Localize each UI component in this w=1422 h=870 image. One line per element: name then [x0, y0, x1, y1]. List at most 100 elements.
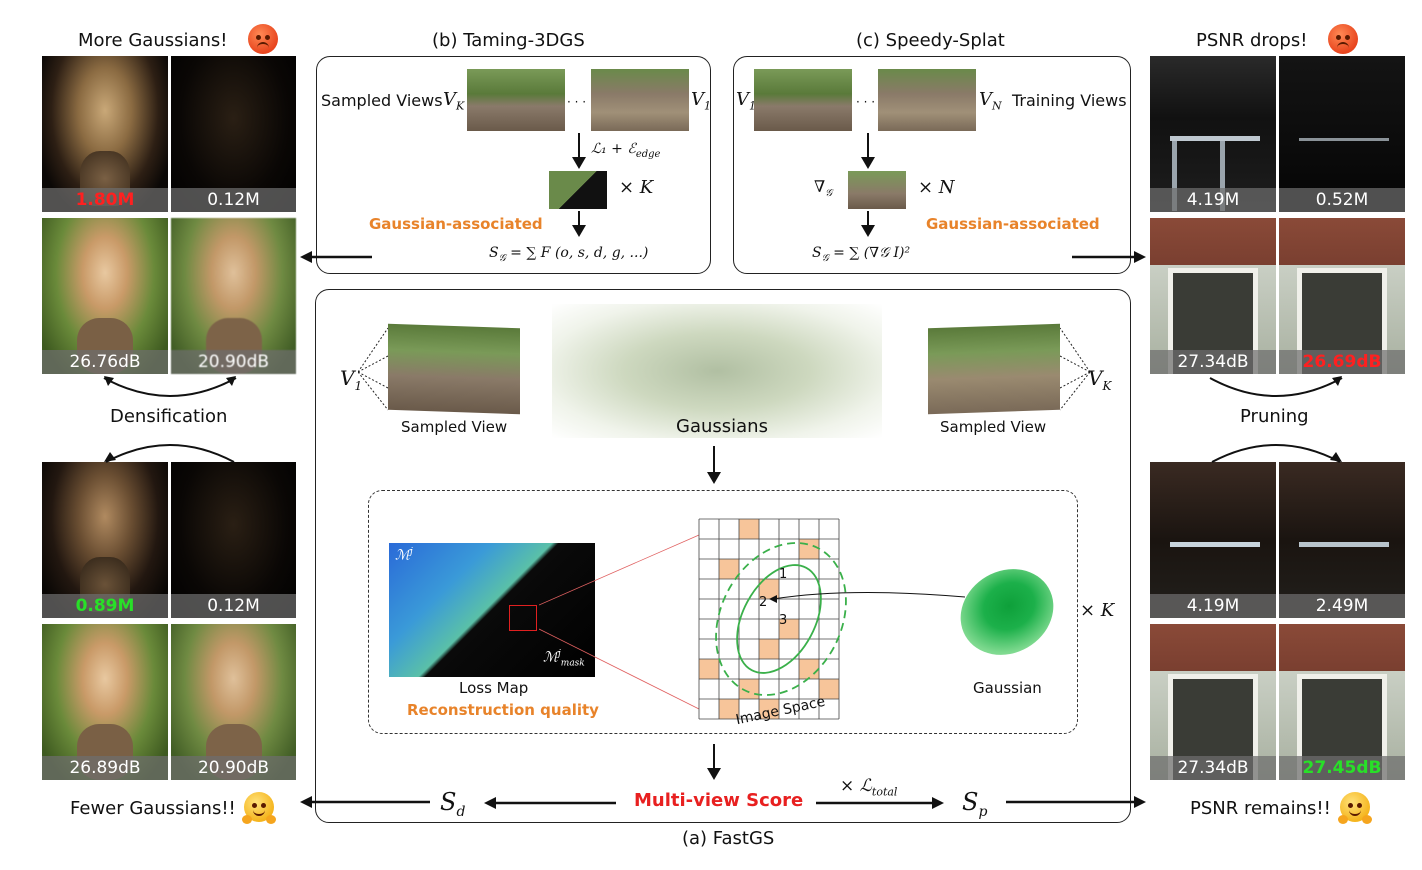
left-tile-8: 20.90dB — [171, 624, 296, 780]
image-space-grid — [698, 518, 847, 720]
ltotal-label: × ℒtotal — [840, 776, 898, 799]
right-tile-8: 27.45dB — [1279, 624, 1405, 780]
pruning-curve-top — [1209, 376, 1343, 397]
left-tile-5: 0.89M — [42, 462, 168, 618]
times-k: × K — [619, 177, 654, 198]
grid-cell — [819, 679, 839, 699]
reconstruction-quality-label: Reconstruction quality — [407, 701, 599, 719]
v1-label: V1 — [736, 89, 756, 113]
view-thumb — [467, 69, 565, 131]
gaussian-count-label: 4.19M — [1150, 594, 1276, 618]
grid-cell — [759, 699, 779, 719]
loss-map-label: Loss Map — [459, 679, 529, 697]
gaussian-count-label: 2.49M — [1279, 594, 1405, 618]
right-tile-3: 27.34dB — [1150, 218, 1276, 374]
psnr-label: 26.89dB — [42, 756, 168, 780]
grid-cell — [779, 619, 799, 639]
score-formula: S𝒢 = ∑ F (o, s, d, g, ...) — [489, 245, 649, 264]
grid-cell-label: 2 — [759, 595, 768, 610]
vk-label: VK — [443, 89, 465, 113]
pruning-label: Pruning — [1240, 406, 1309, 427]
sampled-view-image — [388, 323, 520, 415]
vk-label: VK — [1088, 366, 1112, 393]
left-tile-2: 0.12M — [171, 56, 296, 212]
fastgs-panel: V1 Sampled View Gaussians VK Sampled Vie… — [315, 289, 1131, 823]
right-tile-7: 27.34dB — [1150, 624, 1276, 780]
left-tile-6: 0.12M — [171, 462, 296, 618]
psnr-label: 27.45dB — [1279, 756, 1405, 780]
grid-cell — [719, 699, 739, 719]
grad-label: ∇𝒢 — [814, 177, 833, 200]
gaussian-count-label: 1.80M — [42, 188, 168, 212]
view-thumb — [878, 69, 976, 131]
right-title: PSNR drops! — [1196, 30, 1308, 51]
loss-formula: ℒ₁ + ℰedge — [591, 141, 661, 160]
mmask-label: ℳjmask — [543, 649, 585, 669]
loss-map-image: ℳj ℳjmask — [389, 543, 595, 677]
right-tile-5: 4.19M — [1150, 462, 1276, 618]
gaussian-label: Gaussian — [973, 679, 1042, 697]
densification-curve-top — [103, 376, 237, 397]
psnr-label: 20.90dB — [171, 350, 296, 374]
dots: · · · — [856, 95, 876, 109]
sd-label: Sd — [440, 788, 466, 820]
gaussian-count-label: 0.89M — [42, 594, 168, 618]
left-tile-3: 26.76dB — [42, 218, 168, 374]
v1-label: V1 — [691, 89, 711, 113]
grid-cell — [699, 659, 719, 679]
taming-title: (b) Taming-3DGS — [432, 30, 585, 51]
vn-label: VN — [979, 89, 1002, 113]
hugging-face-icon — [1338, 792, 1372, 824]
densification-label: Densification — [110, 406, 228, 427]
view-thumb — [754, 69, 852, 131]
grid-cell — [799, 539, 819, 559]
psnr-label: 20.90dB — [171, 756, 296, 780]
sampled-views-label: Sampled Views — [321, 91, 443, 110]
left-tile-7: 26.89dB — [42, 624, 168, 780]
multi-view-score-label: Multi-view Score — [634, 790, 804, 811]
psnr-label: 27.34dB — [1150, 756, 1276, 780]
gaussian-count-label: 4.19M — [1150, 188, 1276, 212]
gaussian-count-label: 0.52M — [1279, 188, 1405, 212]
gaussian-count-label: 0.12M — [171, 188, 296, 212]
right-tile-6: 2.49M — [1279, 462, 1405, 618]
gaussian-point-cloud — [552, 304, 882, 438]
grid-cell — [759, 639, 779, 659]
grid-cell — [739, 519, 759, 539]
sampled-view-label: Sampled View — [401, 418, 508, 436]
speedy-panel: V1 · · · VN Training Views ∇𝒢 × N Gaussi… — [733, 56, 1131, 274]
grid-cell — [759, 579, 779, 599]
grid-cell-label: 1 — [779, 567, 788, 582]
pruning-curve-bottom — [1211, 444, 1342, 463]
sampled-view-label: Sampled View — [940, 418, 1047, 436]
fastgs-caption: (a) FastGS — [682, 828, 775, 849]
view-thumb — [591, 69, 689, 131]
psnr-label: 27.34dB — [1150, 350, 1276, 374]
grid-cell — [719, 559, 739, 579]
left-title: More Gaussians! — [78, 30, 228, 51]
densification-curve-bottom — [104, 444, 235, 463]
sampled-view-image — [928, 323, 1060, 415]
hugging-face-icon — [242, 792, 276, 824]
training-views-label: Training Views — [1012, 91, 1127, 110]
grid-cell — [799, 659, 819, 679]
mj-label: ℳj — [395, 547, 413, 564]
right-tile-2: 0.52M — [1279, 56, 1405, 212]
gaussian-associated-label: Gaussian-associated — [369, 215, 543, 233]
dots: · · · — [567, 95, 587, 109]
right-tile-1: 4.19M — [1150, 56, 1276, 212]
edge-thumb — [549, 171, 607, 209]
times-k: × K — [1080, 600, 1115, 621]
speedy-title: (c) Speedy-Splat — [856, 30, 1005, 51]
sp-label: Sp — [962, 788, 988, 820]
angry-face-icon — [248, 24, 278, 54]
angry-face-icon — [1328, 24, 1358, 54]
taming-panel: Sampled Views VK · · · V1 ℒ₁ + ℰedge × K… — [316, 56, 711, 274]
right-tile-4: 26.69dB — [1279, 218, 1405, 374]
grad-thumb — [848, 171, 906, 209]
gaussian-ellipse — [944, 552, 1070, 672]
left-tile-4: 20.90dB — [171, 218, 296, 374]
gaussian-associated-label: Gaussian-associated — [926, 215, 1100, 233]
right-footer: PSNR remains!! — [1190, 798, 1331, 819]
left-footer: Fewer Gaussians!! — [70, 798, 236, 819]
